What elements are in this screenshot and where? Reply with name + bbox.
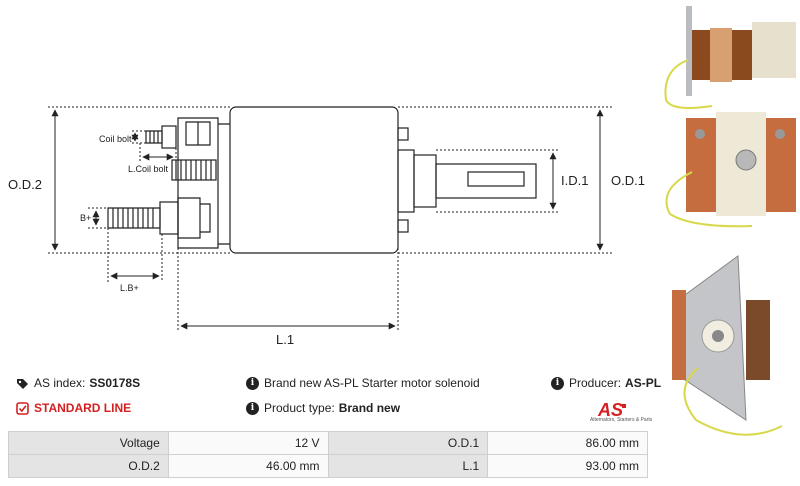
spec-value: 93.00 mm xyxy=(487,454,648,478)
description-text: Brand new AS-PL Starter motor solenoid xyxy=(264,376,480,390)
description-row: i Brand new AS-PL Starter motor solenoid xyxy=(246,376,480,390)
as-pl-logo: AS xyxy=(597,400,626,420)
spec-label: L.1 xyxy=(327,454,489,478)
spec-label: Voltage xyxy=(8,431,169,455)
l1-label: L.1 xyxy=(276,332,294,347)
product-photos xyxy=(664,6,796,436)
logo-tagline: Alternators, Starters & Parts xyxy=(590,417,653,423)
table-row: Voltage 12 V O.D.1 86.00 mm xyxy=(8,431,648,455)
info-icon: i xyxy=(246,401,259,415)
coil-bolt-label: Coil bolt xyxy=(99,134,132,144)
table-row: O.D.2 46.00 mm L.1 93.00 mm xyxy=(8,454,648,478)
product-type-value: Brand new xyxy=(338,401,401,415)
spec-value: 12 V xyxy=(167,431,329,455)
svg-text:AS: AS xyxy=(597,400,623,420)
b-plus-label: B+ xyxy=(80,213,91,223)
photo-side-view xyxy=(664,6,796,109)
spec-value: 46.00 mm xyxy=(167,454,329,478)
technical-drawing: O.D.2 O.D.1 I.D.1 L.1 Coil bolt L.Coil b… xyxy=(8,106,645,347)
as-index-label: AS index: xyxy=(34,376,86,390)
id1-label: I.D.1 xyxy=(561,173,588,188)
standard-line-label: STANDARD LINE xyxy=(34,401,132,415)
tag-icon xyxy=(16,377,29,390)
b-plus-bolt xyxy=(107,197,211,239)
info-icon: i xyxy=(551,376,564,390)
product-type-label: Product type: xyxy=(264,401,335,415)
info-icon: i xyxy=(246,376,259,390)
od2-label: O.D.2 xyxy=(8,177,42,192)
producer-value: AS-PL xyxy=(625,376,662,390)
spec-value: 86.00 mm xyxy=(487,431,648,455)
specs-table: Voltage 12 V O.D.1 86.00 mm O.D.2 46.00 … xyxy=(8,431,648,478)
standard-line-row: STANDARD LINE xyxy=(16,401,131,415)
checkbox-checked-icon xyxy=(16,401,29,415)
as-index-value: SS0178S xyxy=(89,376,141,390)
product-type-row: i Product type: Brand new xyxy=(246,401,400,415)
l-b-plus-label: L.B+ xyxy=(120,283,139,293)
producer-row: i Producer: AS-PL xyxy=(551,376,661,390)
spec-label: O.D.1 xyxy=(327,431,489,455)
photo-front-view xyxy=(665,112,796,228)
l-coil-bolt-label: L.Coil bolt xyxy=(128,164,169,174)
as-index-row: AS index: SS0178S xyxy=(16,376,140,390)
solenoid-body xyxy=(229,106,399,254)
spec-label: O.D.2 xyxy=(8,454,169,478)
coil-bolt xyxy=(145,125,177,149)
photo-rear-view xyxy=(672,255,783,436)
od1-label: O.D.1 xyxy=(611,173,645,188)
producer-label: Producer: xyxy=(569,376,622,390)
plunger xyxy=(435,163,537,199)
